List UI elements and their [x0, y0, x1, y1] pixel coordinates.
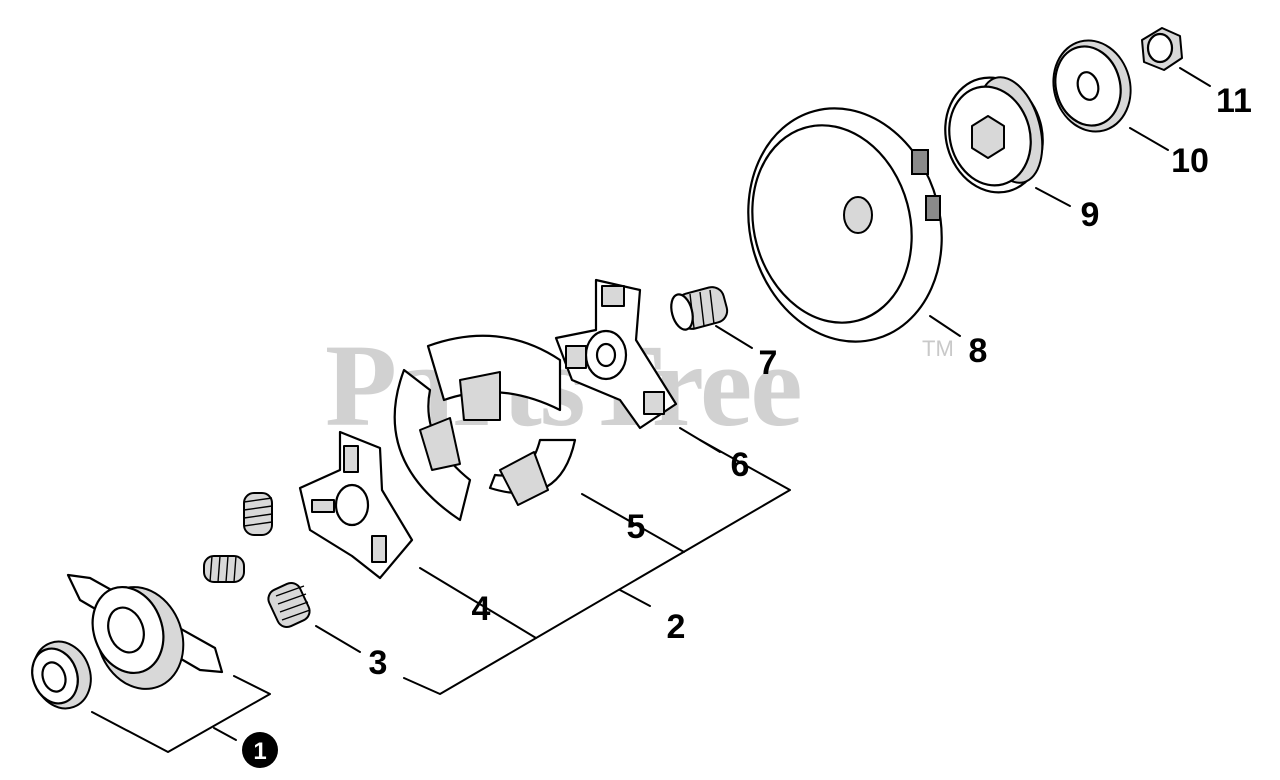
part-11-nut[interactable] — [1141, 27, 1183, 71]
callout-3[interactable]: 3 — [369, 644, 388, 682]
part-3-springs[interactable] — [203, 492, 313, 630]
callout-7[interactable]: 7 — [759, 344, 778, 382]
svg-text:1: 1 — [253, 738, 266, 765]
watermark-trademark: TM — [922, 336, 954, 361]
callout-6[interactable]: 6 — [731, 446, 750, 484]
callout-10[interactable]: 10 — [1171, 142, 1209, 180]
callout-4[interactable]: 4 — [472, 590, 491, 628]
callout-numbers: 1 2 3 4 5 6 7 8 9 10 11 — [242, 82, 1252, 768]
callout-1[interactable]: 1 — [242, 732, 278, 768]
part-1-bushing-assembly[interactable] — [24, 573, 224, 717]
callout-11[interactable]: 11 — [1216, 82, 1252, 120]
part-5-clutch-shoes[interactable] — [393, 334, 577, 522]
part-9-sprocket[interactable] — [933, 67, 1056, 204]
part-6-spider[interactable] — [554, 278, 678, 430]
part-4-clutch-hub[interactable] — [298, 430, 414, 580]
spring-a — [243, 492, 273, 536]
callout-5[interactable]: 5 — [627, 508, 646, 546]
callout-8[interactable]: 8 — [969, 332, 988, 370]
part-10-washer[interactable] — [1043, 32, 1140, 141]
leader-lines — [91, 67, 1211, 753]
callout-2[interactable]: 2 — [667, 608, 686, 646]
callout-9[interactable]: 9 — [1081, 196, 1100, 234]
part-8-clutch-drum[interactable] — [723, 86, 968, 363]
spring-c — [267, 581, 311, 629]
spring-b — [203, 555, 245, 583]
part-7-needle-bearing[interactable] — [668, 284, 730, 332]
